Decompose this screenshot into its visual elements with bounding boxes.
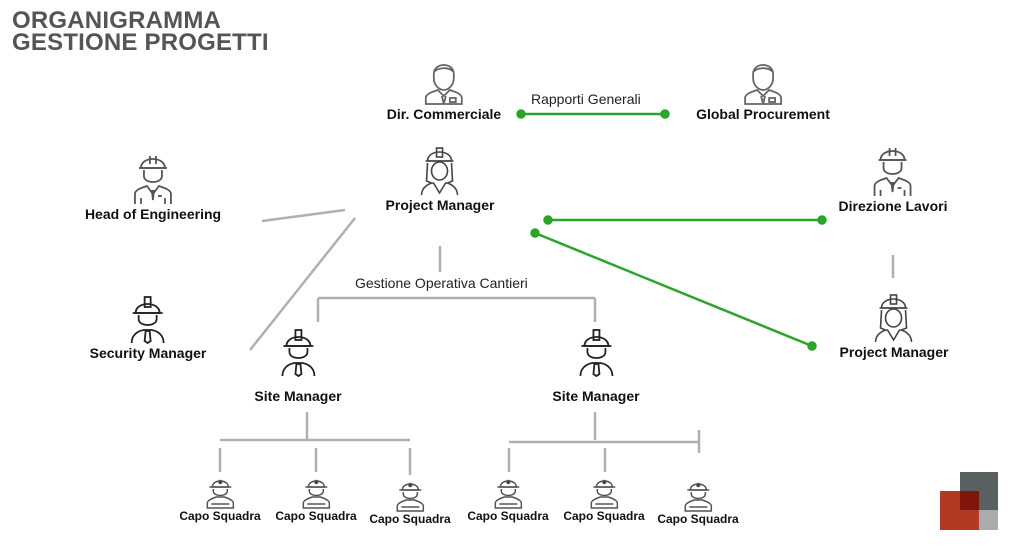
- node-project-manager-dl[interactable]: Project Manager: [839, 290, 949, 360]
- page-title: ORGANIGRAMMA GESTIONE PROGETTI: [12, 7, 269, 56]
- brand-squares-logo: [940, 472, 998, 530]
- node-label: Project Manager: [385, 197, 495, 213]
- node-label: Capo Squadra: [179, 509, 261, 523]
- link-security-pm: [249, 217, 356, 351]
- node-label: Capo Squadra: [657, 512, 739, 526]
- node-site-manager-1[interactable]: Site Manager: [254, 326, 342, 404]
- node-capo-squadra-6[interactable]: Capo Squadra: [657, 478, 739, 526]
- node-label: Project Manager: [839, 344, 949, 360]
- relation-label-rapporti-generali: Rapporti Generali: [531, 91, 641, 107]
- node-label: Dir. Commerciale: [386, 106, 502, 122]
- link-endpoint: [530, 228, 540, 238]
- node-label: Capo Squadra: [467, 509, 549, 523]
- relation-label-gestione-operativa: Gestione Operativa Cantieri: [355, 275, 528, 291]
- engineer-helmet-icon: [134, 156, 172, 204]
- worker-helmet-icon: [579, 329, 613, 378]
- link-endpoint: [516, 109, 526, 119]
- node-label: Capo Squadra: [563, 509, 645, 523]
- link-endpoint: [543, 215, 553, 225]
- link-endpoint: [817, 215, 827, 225]
- node-label: Security Manager: [89, 345, 207, 361]
- node-security-manager[interactable]: Security Manager: [89, 293, 207, 361]
- node-capo-squadra-5[interactable]: Capo Squadra: [563, 475, 645, 523]
- node-project-manager-main[interactable]: Project Manager: [385, 143, 495, 213]
- worker-cap-icon: [494, 479, 522, 509]
- link-endpoint: [807, 341, 817, 351]
- worker-helmet-icon: [281, 329, 315, 378]
- businessman-icon: [425, 64, 463, 105]
- node-label: Direzione Lavori: [838, 198, 948, 214]
- node-label: Global Procurement: [696, 106, 830, 122]
- logo-square-overlap: [960, 491, 979, 510]
- node-label: Site Manager: [254, 388, 342, 404]
- title-line-1: ORGANIGRAMMA: [12, 7, 222, 34]
- female-engineer-icon: [421, 147, 459, 196]
- link-endpoint: [660, 109, 670, 119]
- node-site-manager-2[interactable]: Site Manager: [552, 326, 640, 404]
- link-pm-pm: [534, 231, 813, 348]
- node-global-procurement[interactable]: Global Procurement: [696, 56, 830, 122]
- businessman-icon: [744, 64, 782, 105]
- title-line-2: GESTIONE PROGETTI: [12, 29, 269, 56]
- engineer-helmet-icon: [874, 148, 912, 196]
- link-engineering-pm: [261, 208, 346, 223]
- node-capo-squadra-4[interactable]: Capo Squadra: [467, 475, 549, 523]
- node-capo-squadra-3[interactable]: Capo Squadra: [369, 478, 451, 526]
- worker-helmet-icon: [131, 296, 165, 345]
- node-dir-commerciale[interactable]: Dir. Commerciale: [387, 56, 501, 122]
- worker-cap-icon: [206, 479, 234, 509]
- node-capo-squadra-1[interactable]: Capo Squadra: [179, 475, 261, 523]
- logo-square-light: [979, 510, 998, 530]
- node-label: Capo Squadra: [275, 509, 357, 523]
- worker-cap-icon: [684, 482, 712, 512]
- worker-cap-icon: [302, 479, 330, 509]
- node-head-of-engineering[interactable]: Head of Engineering: [85, 150, 221, 222]
- node-label: Site Manager: [552, 388, 640, 404]
- female-engineer-icon: [875, 294, 913, 343]
- node-capo-squadra-2[interactable]: Capo Squadra: [275, 475, 357, 523]
- node-label: Head of Engineering: [84, 206, 222, 222]
- worker-cap-icon: [396, 482, 424, 512]
- node-direzione-lavori[interactable]: Direzione Lavori: [838, 142, 948, 214]
- worker-cap-icon: [590, 479, 618, 509]
- node-label: Capo Squadra: [369, 512, 451, 526]
